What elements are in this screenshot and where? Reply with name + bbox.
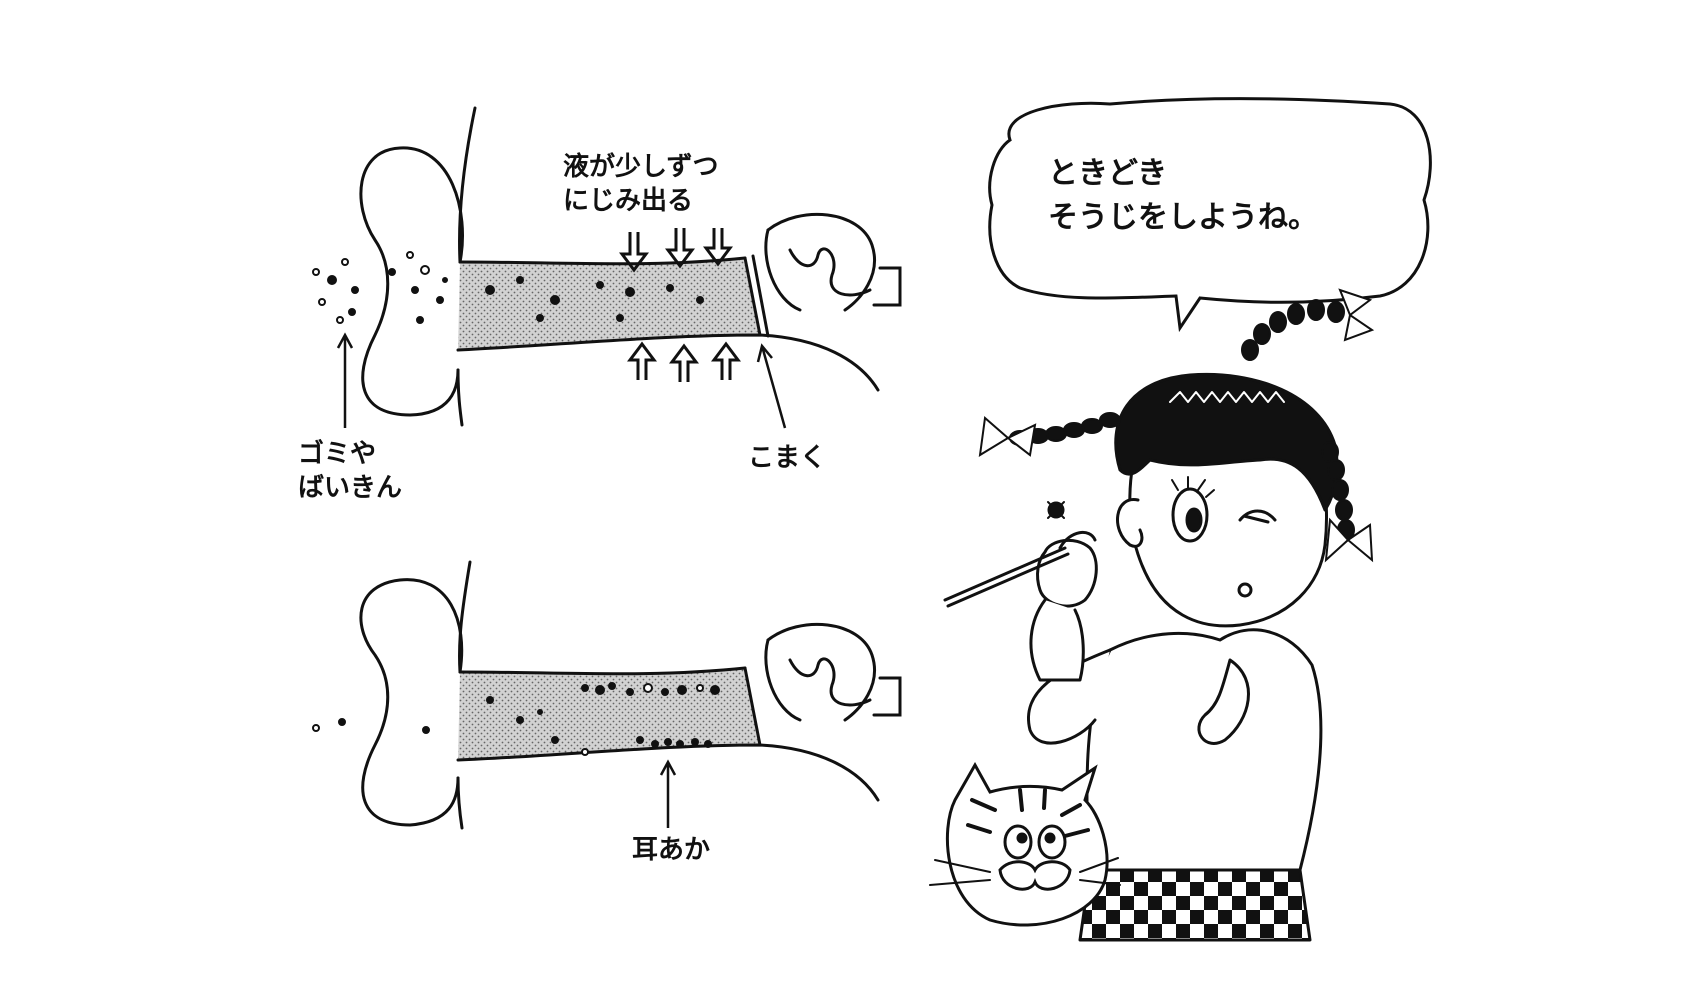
canal-upper-wall-top (458, 256, 747, 266)
girl-hand-holding-pick (1036, 538, 1098, 608)
pointer-eardrum (756, 343, 787, 429)
eardrum-label: こまく (748, 443, 827, 473)
down-arrow-icon (619, 232, 649, 273)
pointer-lines-top (336, 332, 787, 429)
arrow-fluid-down (619, 228, 741, 382)
girl-arm-raised (1029, 598, 1085, 682)
inner-ear-icon (766, 622, 902, 722)
garbage-label: ゴミや ばいきん (298, 437, 402, 505)
inner-ear-icon (766, 212, 902, 312)
garbage-label-line2: ばいきん (298, 473, 403, 503)
fluid-label-line2: にじみ出る (563, 186, 694, 216)
ear-diagram-top (359, 106, 902, 427)
eardrum-outer-rim (764, 638, 802, 722)
girl-winking-eye (1238, 509, 1277, 524)
fluid-label-line1: 液が少しずつ (563, 152, 719, 182)
earwax-label: 耳あか (632, 835, 711, 865)
garbage-label-line1: ゴミや (298, 439, 377, 469)
bow-left (978, 416, 1037, 457)
speech-bubble (988, 97, 1432, 333)
top-braid (1241, 299, 1345, 361)
canal-upper-wall-bottom (458, 666, 747, 676)
cat-whiskers (929, 857, 1121, 886)
girl-hand-chin (1197, 658, 1250, 745)
eardrum-icon (743, 666, 762, 747)
down-arrow-icon (703, 228, 733, 267)
girl-pupil (1185, 507, 1203, 533)
canal-lower-wall-bottom (456, 743, 880, 802)
particles-top (312, 251, 704, 324)
bow-top (1338, 288, 1375, 342)
canal-lower-wall-top (456, 333, 880, 392)
up-arrow-icon (627, 341, 657, 380)
cat-stripes (966, 788, 1090, 838)
girl-ear (1116, 498, 1144, 548)
cat-figure (929, 761, 1121, 927)
braids (978, 288, 1375, 563)
particles-bottom (312, 682, 720, 756)
girl-skirt (1078, 868, 1312, 942)
pointer-garbage (336, 332, 354, 428)
speech-line1: ときどき (1048, 156, 1168, 191)
hair-part (1169, 391, 1285, 403)
girl-hair (1114, 372, 1339, 512)
fluid-label: 液が少しずつ にじみ出る (563, 150, 718, 218)
outer-ear-icon (359, 146, 464, 417)
head-outline-top (458, 106, 477, 264)
girl-mouth (1237, 582, 1253, 598)
head-outline-bottom (457, 560, 472, 674)
up-arrow-icon (669, 343, 699, 382)
up-arrow-icon (711, 341, 741, 380)
girl-eyelashes (1171, 476, 1215, 498)
eardrum-icon (743, 254, 770, 338)
cat-muzzle (998, 860, 1072, 891)
canal-fill-top (458, 258, 760, 350)
cat-eye-left (1003, 824, 1033, 860)
girl-figure (1027, 372, 1339, 942)
speech-bubble-text: ときどき そうじをしようね。 (1048, 152, 1318, 240)
speech-line2: そうじをしようね。 (1048, 200, 1318, 235)
pointer-earwax (659, 759, 677, 828)
girl-body (1085, 628, 1323, 872)
bow-right (1324, 517, 1374, 563)
pointer-lines-bottom (659, 759, 677, 828)
eardrum-outer-rim (764, 228, 802, 312)
ear-pick-icon (943, 501, 1097, 608)
down-arrow-icon (665, 228, 695, 269)
outer-ear-icon (359, 578, 464, 827)
